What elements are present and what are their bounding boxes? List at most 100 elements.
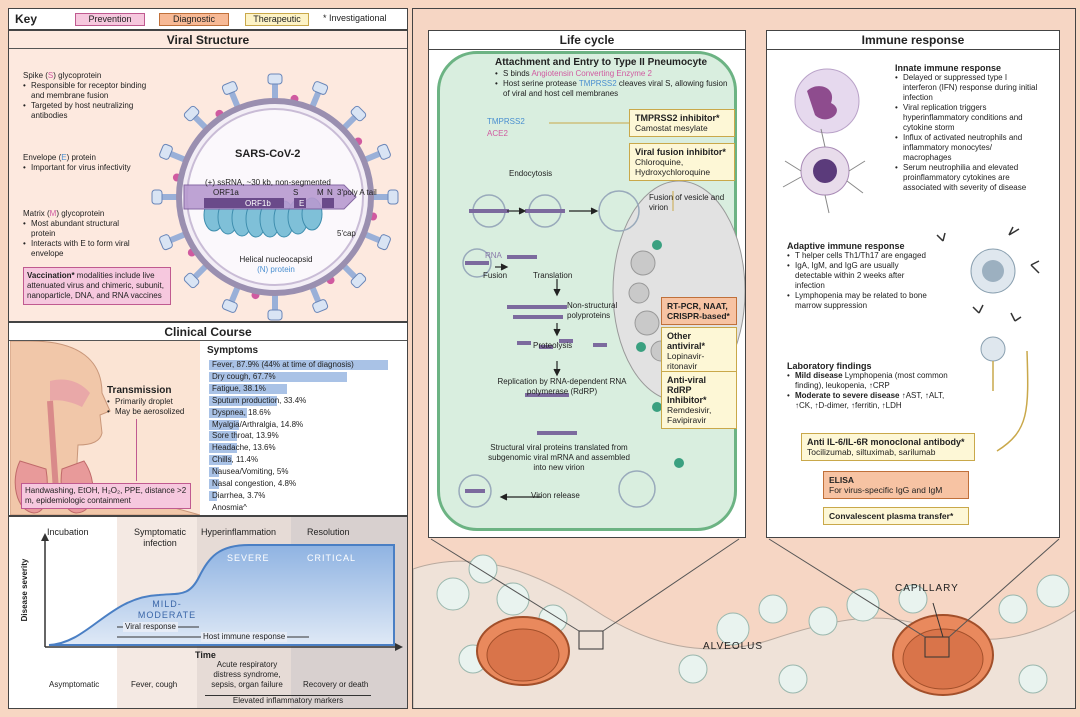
symptom-bar [209,395,278,406]
other-antiviral-title: Other antiviral* [667,331,706,351]
life-cycle-title: Life cycle [429,31,745,50]
spike-head [221,299,238,313]
transmission-bullet: May be aerosolized [107,407,207,417]
symptom-label: Myalgia/Arthralgia, 14.8% [212,419,304,429]
spike-head [183,272,200,289]
symptom-label: Sore throat, 13.9% [212,431,279,441]
fusion-label: Fusion [483,271,508,280]
bottom-fever: Fever, cough [131,680,178,689]
symptoms-title: Symptoms [207,345,259,356]
key-investigational: * Investigational [323,13,387,23]
life-cycle-panel: Life cycle Attachment and Entry to Type … [428,30,746,538]
symptom-bar [209,443,237,454]
spike-head [377,143,391,160]
adaptive-title: Adaptive immune response [787,241,905,251]
bottom-asymptomatic: Asymptomatic [49,680,100,689]
symptom-label: Headache, 13.6% [212,443,276,453]
tmprss2-inhibitor-title: TMPRSS2 inhibitor* [635,113,720,123]
symptom-label: Sputum production, 33.4% [212,395,307,405]
clinical-course-panel: Clinical Course Transmission Primarily d… [8,322,408,516]
symptom-label: Anosmia^ [212,502,247,512]
innate-box: Innate immune response Delayed or suppre… [895,63,1039,193]
transmission-list: Primarily droplet May be aerosolized [107,397,207,417]
attach-list: S binds Angiotensin Converting Enzyme 2 … [495,69,735,99]
replication-label: Replication by RNA-dependent RNA polymer… [497,377,627,396]
release-label: Virion release [531,491,580,500]
attach-1b: Angiotensin Converting Enzyme 2 [531,69,652,78]
label-critical: CRITICAL [307,553,357,563]
envelope-heading-a: Envelope ( [23,153,62,162]
symptom-bar [209,383,287,394]
nucleocapsid-label-a: Helical nucleocapsid [239,255,313,264]
immune-panel: Immune response Innate immune response D… [766,30,1060,538]
adaptive-bullet: T helper cells Th1/Th17 are engaged [787,251,931,261]
tmprss2-inhibitor-drugs: Camostat mesylate [635,123,708,133]
symptom-bar [209,467,220,478]
fusion-vesicle-label: Fusion of vesicle and virion [649,193,725,212]
lab-mild-text: Lymphopenia (most common finding), leuko… [795,371,948,390]
spike-head [159,143,173,160]
symptom-label: Fatigue, 38.1% [212,383,266,393]
matrix-bullet: Most abundant structural protein [23,219,143,239]
spike-heading-b: ) glycoprotein [53,71,102,80]
adaptive-bullet: IgA, IgM, and IgG are usually detectable… [787,261,931,291]
structural-label: Structural viral proteins translated fro… [488,443,630,472]
plasma-box: Convalescent plasma transfer* [823,507,969,525]
innate-title: Innate immune response [895,63,1002,73]
tmprss2-inhibitor-box: TMPRSS2 inhibitor* Camostat mesylate [629,109,735,137]
innate-bullet: Delayed or suppressed type I interferon … [895,73,1039,103]
spike-bullet: Responsible for receptor binding and mem… [23,81,153,101]
key-panel: Key Prevention Diagnostic Therapeutic * … [8,8,408,30]
nucleocapsid-label: Helical nucleocapsid (N) protein [221,255,331,275]
rdrp-drugs: Remdesivir, Favipiravir [667,405,712,425]
matrix-bullet: Interacts with E to form viral envelope [23,239,143,259]
spike-head [221,81,238,95]
spike-head [350,105,367,122]
lab-mild: Mild disease Lymphopenia (most common fi… [787,371,957,391]
symptom-bar [209,407,247,418]
gene-orf1a: ORF1a [213,188,239,197]
gene-e: E [299,199,305,208]
translation-label: Translation [533,271,573,280]
spike-bullet: Targeted by host neutralizing antibodies [23,101,153,121]
gene-orf1b: ORF1b [245,199,271,208]
spike-head [183,105,200,122]
innate-bullet: Serum neutrophilia and elevated proinfla… [895,163,1039,193]
phase-resolution: Resolution [307,527,350,537]
viral-structure-title: Viral Structure [166,33,250,47]
spike-head [350,272,367,289]
proteolysis-label: Proteolysis [533,341,573,350]
virus-illustration [151,73,399,321]
vaccination-bold: Vaccination* [27,271,75,280]
lab-severe: Moderate to severe disease ↑AST, ↑ALT, ↑… [787,391,957,411]
symptom-label: Nasal congestion, 4.8% [212,479,297,488]
rna-label: RNA [485,251,502,260]
envelope-heading-e: E [61,153,67,162]
symptom-bars: Fever, 87.9% (44% at time of diagnosis)D… [9,323,407,515]
viral-response: Viral response [123,622,178,632]
lab-box: Laboratory findings Mild disease Lymphop… [787,361,957,411]
innate-bullet: Viral replication triggers hyperinflamma… [895,103,1039,133]
spike-info: Spike (S) glycoprotein Responsible for r… [23,71,153,121]
rdrp-box: Anti-viral RdRP Inhibitor* Remdesivir, F… [661,371,737,429]
il6-drugs: Tocilizumab, siltuximab, sarilumab [807,447,936,457]
symptom-bar [209,455,233,466]
virus-name: SARS-CoV-2 [235,148,301,160]
other-antiviral-box: Other antiviral* Lopinavir-ritonavir [661,327,737,375]
symptom-bar [209,360,389,370]
attach-title: Attachment and Entry to Type II Pneumocy… [495,57,708,68]
phase-symptomatic: Symptomatic infection [133,527,186,548]
spike-head [267,309,283,321]
il6-title: Anti IL-6/IL-6R monoclonal antibody* [807,437,965,447]
ace2-label: ACE2 [487,129,508,138]
spike-heading-s: S [47,71,54,80]
spike-head [312,299,329,313]
attach-bullet-2: Host serine protease TMPRSS2 cleaves vir… [495,79,735,99]
nsp-label: Non-structural polyproteins [567,301,618,320]
lab-title: Laboratory findings [787,361,872,371]
bottom-ards: Acute respiratory distress syndrome, sep… [211,660,283,689]
genome-label: (+) ssRNA, ~30 kb, non-segmented [205,178,331,187]
spike-head [377,234,391,251]
markers: Elevated inflammatory markers [205,695,371,706]
symptom-bar [209,490,217,501]
